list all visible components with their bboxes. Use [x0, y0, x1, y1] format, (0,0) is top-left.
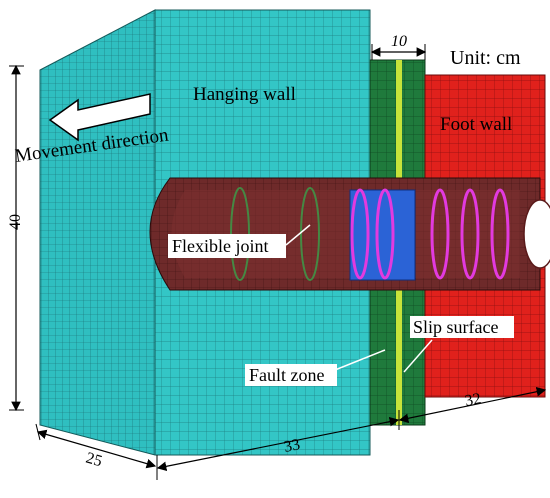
tunnel-end-opening: [523, 199, 550, 269]
dim-depth-line: [36, 429, 157, 469]
flexible-joint-ring: [350, 188, 370, 280]
flexible-joint-label: Flexible joint: [172, 236, 269, 256]
dim-depth-label: 25: [84, 450, 104, 471]
movement-direction-arrow: [48, 93, 151, 142]
dim-foot-length-label: 32: [464, 390, 483, 410]
fault-zone-label: Fault zone: [249, 365, 324, 385]
slip-surface-leader: [403, 339, 433, 373]
flexible-joint-ring: [375, 188, 395, 280]
flexible-joint-leader: [285, 224, 311, 246]
hanging-wall-label: Hanging wall: [193, 84, 296, 105]
foot-wall-label: Foot wall: [440, 114, 512, 135]
dim-hanging-length-line: [156, 416, 400, 472]
fault-zone-label-bg: [245, 364, 337, 386]
flexible-joint-ring: [300, 187, 320, 281]
dim-fault-width-label: 10: [391, 33, 407, 50]
tunnel-segment: [349, 189, 416, 281]
dim-hanging-length-label: 33: [283, 436, 302, 456]
flexible-joint-ring: [430, 188, 450, 280]
slip-surface-label: Slip surface: [413, 317, 498, 337]
slip-surface-label-bg: [410, 316, 514, 338]
flexible-joint-ring: [490, 188, 510, 280]
dim-depth-tick-left: [35, 423, 41, 441]
dim-height-label: 40: [7, 214, 24, 230]
hanging-wall-side-face: [39, 9, 156, 456]
dim-foot-length-line: [398, 387, 547, 423]
fault-zone-leader: [334, 349, 386, 371]
flexible-joint-label-bg: [168, 234, 286, 258]
flexible-joint-ring: [460, 188, 480, 280]
unit-label: Unit: cm: [450, 47, 521, 69]
